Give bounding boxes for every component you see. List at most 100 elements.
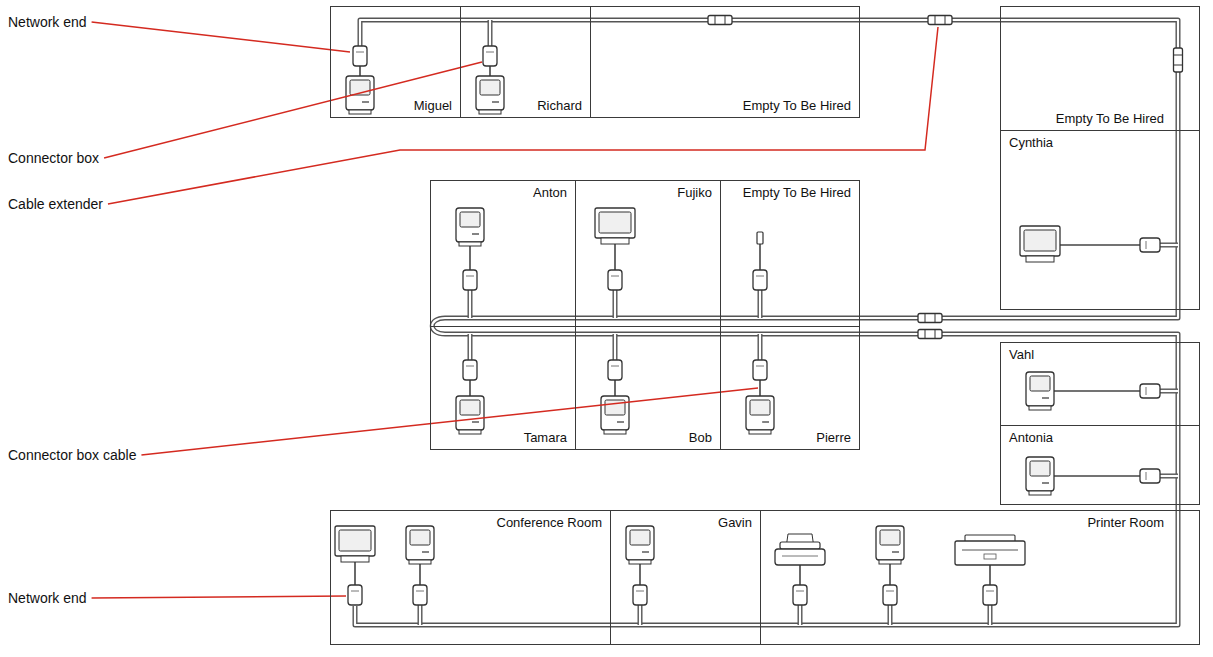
connector-box-seam — [1146, 387, 1147, 395]
floppy-slot — [617, 421, 624, 422]
connector-box-cable — [354, 562, 356, 585]
cable-extender-body — [1174, 48, 1183, 72]
laser-slot — [962, 550, 1018, 551]
connector-box-cable — [799, 565, 801, 585]
office-room: Vahl — [1000, 342, 1200, 426]
connector-box — [463, 270, 477, 290]
network-cable — [360, 20, 1178, 318]
floppy-slot — [762, 421, 769, 422]
printer-body — [775, 549, 825, 565]
connector-box — [883, 585, 897, 605]
connector-box-seam — [351, 591, 359, 592]
network-cable-core — [989, 605, 991, 625]
room-label: Empty To Be Hired — [1056, 111, 1164, 126]
macintosh-computer — [601, 396, 629, 434]
computer-case — [601, 396, 629, 430]
room-label: Tamara — [524, 430, 567, 445]
monitor-screen — [599, 212, 631, 233]
connector-box-cable — [419, 564, 421, 585]
network-cable — [488, 20, 493, 46]
computer-case — [456, 208, 484, 242]
connector-box — [608, 360, 622, 380]
room-label: Vahl — [1009, 347, 1034, 362]
printer-platen — [780, 542, 820, 549]
computer-foot — [1029, 406, 1051, 410]
connector-box — [753, 360, 767, 380]
cable-extender-seam — [935, 330, 936, 339]
floppy-slot — [472, 421, 479, 422]
callout-label: Connector box cable — [8, 447, 136, 463]
cable-extender-body — [918, 314, 942, 323]
computer-case — [1026, 457, 1054, 491]
connector-box-seam — [636, 591, 644, 592]
monitor-base — [1026, 256, 1054, 262]
connector-box — [633, 585, 647, 605]
office-room: Conference Room — [330, 510, 611, 645]
network-cable-core — [489, 20, 491, 46]
connector-box-cable — [889, 564, 891, 585]
macintosh-computer — [456, 396, 484, 434]
connector-box-body — [348, 585, 362, 605]
connector-box — [608, 270, 622, 290]
network-cable — [888, 605, 893, 625]
office-room: Fujiko — [575, 180, 721, 327]
connector-box-seam — [466, 366, 474, 367]
floppy-slot — [1042, 397, 1049, 398]
office-room: Empty To Be Hired — [720, 180, 860, 327]
leader-line — [92, 22, 350, 52]
macintosh-computer — [476, 76, 504, 114]
network-cable-core — [469, 334, 471, 360]
network-cable-core — [614, 334, 616, 360]
connector-box-seam — [986, 591, 994, 592]
laser-printer — [955, 535, 1025, 565]
macintosh-computer — [1026, 457, 1054, 495]
floppy-slot — [642, 551, 649, 552]
network-cable — [798, 605, 803, 625]
computer-foot — [459, 430, 481, 434]
computer-case — [746, 396, 774, 430]
monitor-case — [595, 208, 635, 238]
floppy-slot — [422, 551, 429, 552]
network-cable-core — [889, 605, 891, 625]
room-label: Anton — [533, 185, 567, 200]
network-cable — [1160, 474, 1178, 479]
network-cable — [468, 290, 473, 318]
cable-extender — [918, 314, 942, 323]
macintosh-computer — [876, 526, 904, 564]
cable-extender-seam — [935, 16, 936, 25]
connector-box — [1140, 384, 1160, 398]
network-cable-core — [639, 605, 641, 625]
computer-foot — [479, 110, 501, 114]
network-cable-core — [360, 20, 1178, 318]
computer-foot — [629, 560, 651, 564]
connector-box-seam — [756, 276, 764, 277]
computer-case — [1026, 372, 1054, 406]
connector-box-body — [463, 270, 477, 290]
room-label: Richard — [537, 98, 582, 113]
network-cable-core — [1160, 244, 1178, 246]
cable-extender-seam — [1174, 65, 1183, 66]
room-label: Cynthia — [1009, 135, 1053, 150]
monitor-case — [1020, 226, 1060, 256]
leader-line — [104, 62, 482, 158]
computer-screen — [630, 530, 650, 545]
monitor-computer — [335, 526, 375, 562]
connector-box-body — [608, 360, 622, 380]
computer-screen — [480, 80, 500, 95]
connector-box-body — [633, 585, 647, 605]
office-room: Antonia — [1000, 425, 1200, 505]
cable-extender-body — [928, 16, 952, 25]
computer-case — [456, 396, 484, 430]
connector-box-cable — [759, 380, 761, 396]
network-cable — [758, 290, 763, 318]
network-cable — [988, 605, 993, 625]
connector-box — [413, 585, 427, 605]
callout-label: Network end — [8, 590, 87, 606]
cable-extender-seam — [925, 330, 926, 339]
office-room: Empty To Be Hired — [590, 6, 860, 118]
macintosh-computer — [1026, 372, 1054, 410]
connector-box-body — [753, 270, 767, 290]
connector-box-seam — [416, 591, 424, 592]
room-label: Empty To Be Hired — [743, 185, 851, 200]
